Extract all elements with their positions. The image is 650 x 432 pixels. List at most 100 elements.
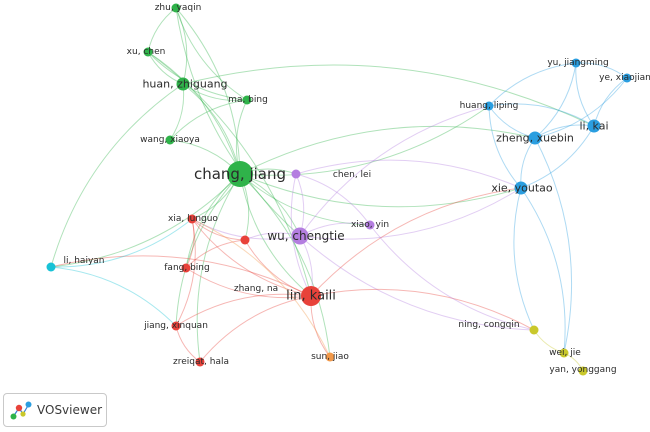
link-wu_chengtie-chen_lei <box>295 173 305 237</box>
link-lin_kaili-xie_youtao <box>310 187 522 297</box>
link-chang_jiang-zheng_xuebin <box>239 125 536 175</box>
node-label-huang-liping[interactable]: huang, liping <box>460 101 519 111</box>
node-ma-bing[interactable] <box>242 95 252 105</box>
link-xia_lunguo-jiang_xinquan <box>175 218 196 327</box>
node-ning-congqin[interactable] <box>529 325 539 335</box>
link-zhu_yaqin-wu_chengtie <box>175 7 301 237</box>
link-wu_chengtie-huang_liping <box>299 105 490 237</box>
link-xiao_yin-ning_congqin <box>369 224 535 331</box>
link-zreiqat_hala-lin_kaili <box>199 295 312 363</box>
node-label-ma-bing[interactable]: ma, bing <box>228 95 268 105</box>
link-chang_jiang-sun_jiao <box>239 173 331 358</box>
link-zhu_yaqin-ma_bing <box>175 7 248 101</box>
node-wang-xiaoya[interactable] <box>165 135 175 145</box>
node-xu-chen[interactable] <box>143 47 153 57</box>
link-xie_youtao-ning_congqin <box>513 187 535 331</box>
node-label-xia-lunguo[interactable]: xia, lunguo <box>168 214 218 224</box>
node-label-jiang-xinquan[interactable]: jiang, xinquan <box>143 321 208 331</box>
node-zheng-xuebin[interactable] <box>528 131 542 145</box>
node-label-li-haiyan[interactable]: li, haiyan <box>64 256 105 266</box>
node-jiang-xinquan[interactable] <box>171 321 181 331</box>
link-lin_kaili-li_haiyan <box>50 255 312 297</box>
node-xie-youtao[interactable] <box>514 181 528 195</box>
node-chen-lei[interactable] <box>291 169 301 179</box>
node-wu-chengtie[interactable] <box>291 227 309 245</box>
node-label-fang-bing[interactable]: fang, bing <box>164 263 209 273</box>
link-chang_jiang-lin_kaili <box>239 173 312 297</box>
node-xiao-yin[interactable] <box>365 220 375 230</box>
vosviewer-logo-badge: VOSviewer <box>3 393 107 427</box>
node-label-yu-jiangming[interactable]: yu, jiangming <box>547 58 608 68</box>
node-label-zheng-xuebin[interactable]: zheng, xuebin <box>496 132 574 145</box>
link-chang_jiang-zreiqat_hala <box>196 173 241 363</box>
link-chen_lei-xiao_yin <box>295 173 371 226</box>
link-sun_jiao-xia_lunguo <box>191 218 331 358</box>
node-label-xie-youtao[interactable]: xie, youtao <box>491 182 553 195</box>
link-ye_xiaojian-zheng_xuebin <box>534 77 628 139</box>
link-xu_chen-lin_kaili <box>147 51 312 297</box>
link-wu_chengtie-xie_youtao <box>299 187 522 240</box>
node-label-li-kai[interactable]: li, kai <box>579 120 608 133</box>
node-label-yan-yonggang[interactable]: yan, yonggang <box>549 365 616 375</box>
link-xia_lunguo-lin_kaili <box>191 218 312 297</box>
link-zheng_xuebin-xie_youtao <box>520 137 536 189</box>
node-huan-zhiguang[interactable] <box>176 77 190 91</box>
node-huang-liping[interactable] <box>484 101 494 111</box>
node-sun-jiao[interactable] <box>325 352 335 362</box>
link-fang_bing-lin_kaili <box>185 267 312 299</box>
node-label-wang-xiaoya[interactable]: wang, xiaoya <box>140 135 200 145</box>
node-label-chang-jiang[interactable]: chang, jiang <box>194 165 286 183</box>
link-lin_kaili-ning_congqin <box>310 288 535 331</box>
node-label-zhang-na[interactable]: zhang, na <box>234 284 278 294</box>
link-zhu_yaqin-xu_chen <box>147 7 177 53</box>
node-fang-bing[interactable] <box>181 263 191 273</box>
node-label-xu-chen[interactable]: xu, chen <box>127 47 166 57</box>
link-jiang_xinquan-lin_kaili <box>175 293 312 327</box>
link-li_haiyan-jiang_xinquan <box>50 266 177 327</box>
link-yu_jiangming-li_kai <box>575 62 595 127</box>
link-fang_bing-zhang_na <box>185 239 246 269</box>
node-label-lin-kaili[interactable]: lin, kaili <box>286 289 336 304</box>
node-ye-xiaojian[interactable] <box>622 73 632 83</box>
node-label-ning-congqin[interactable]: ning, congqin <box>458 320 519 330</box>
link-chen_lei-xie_youtao <box>295 159 522 189</box>
node-zreiqat-hala[interactable] <box>195 357 205 367</box>
node-chang-jiang[interactable] <box>227 161 253 187</box>
nodes-layer <box>46 3 632 376</box>
node-yan-yonggang[interactable] <box>578 366 588 376</box>
link-chang_jiang-xie_youtao <box>239 173 522 208</box>
node-zhu-yaqin[interactable] <box>171 3 181 13</box>
link-wu_chengtie-ning_congqin <box>299 235 535 331</box>
node-li-kai[interactable] <box>587 119 601 133</box>
node-wei-jie[interactable] <box>559 348 569 358</box>
node-label-wu-chengtie[interactable]: wu, chengtie <box>267 229 344 243</box>
node-yu-jiangming[interactable] <box>571 58 581 68</box>
link-ma_bing-wang_xiaoya <box>169 99 248 141</box>
node-label-wei-jie[interactable]: wei, jie <box>549 348 581 358</box>
node-lin-kaili[interactable] <box>301 286 321 306</box>
node-label-zreiqat-hala[interactable]: zreiqat, hala <box>173 357 229 367</box>
link-chang_jiang-jiang_xinquan <box>175 173 241 327</box>
link-li_haiyan-xia_lunguo <box>50 218 193 268</box>
node-label-sun-jiao[interactable]: sun, jiao <box>311 352 349 362</box>
link-xu_chen-ma_bing <box>147 51 248 101</box>
link-xu_chen-chang_jiang <box>147 51 241 175</box>
link-huang_liping-xie_youtao <box>488 105 522 189</box>
node-zhang-na[interactable] <box>240 235 250 245</box>
links-layer <box>50 7 628 372</box>
node-label-huan-zhiguang[interactable]: huan, zhiguang <box>142 78 227 91</box>
vosviewer-logo-icon <box>10 401 32 420</box>
node-label-zhu-yaqin[interactable]: zhu, yaqin <box>155 3 202 13</box>
node-xia-lunguo[interactable] <box>187 214 197 224</box>
node-label-ye-xiaojian[interactable]: ye, xiaojian <box>599 73 650 83</box>
node-label-chen-lei[interactable]: chen, lei <box>333 170 371 180</box>
node-li-haiyan[interactable] <box>46 262 56 272</box>
node-label-xiao-yin[interactable]: xiao, yin <box>351 220 389 230</box>
link-yu_jiangming-ye_xiaojian <box>575 62 628 79</box>
link-zhu_yaqin-huan_zhiguang <box>175 7 188 85</box>
link-xie_youtao-wei_jie <box>520 187 566 354</box>
link-huang_liping-li_kai <box>488 103 595 127</box>
link-yu_jiangming-zheng_xuebin <box>534 62 577 139</box>
